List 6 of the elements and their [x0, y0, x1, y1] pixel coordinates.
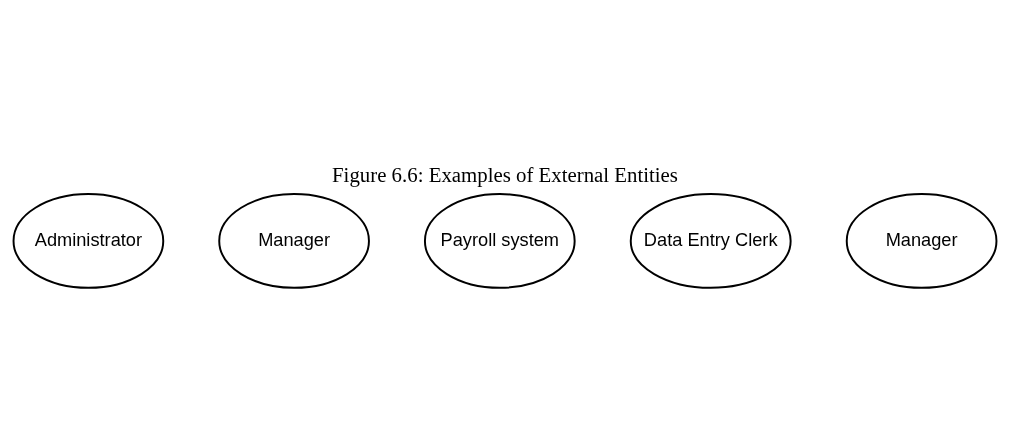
node-ellipse: Manager	[218, 193, 370, 289]
node-ellipse: Administrator	[12, 193, 165, 289]
node-ellipse: Manager	[845, 193, 998, 289]
node-ellipse: Payroll system	[423, 193, 576, 289]
diagram-title: Figure 6.6: Examples of External Entities	[332, 163, 678, 188]
node-ellipse: Data Entry Clerk	[629, 193, 792, 289]
